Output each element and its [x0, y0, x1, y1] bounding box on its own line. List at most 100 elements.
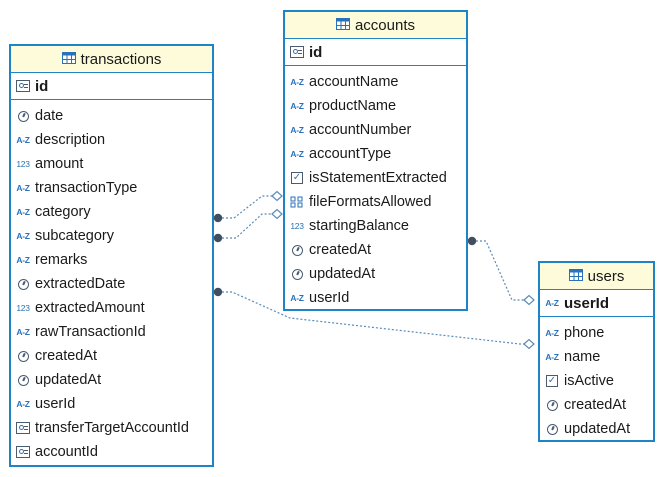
- field-name: category: [35, 204, 91, 220]
- key-icon: [289, 44, 305, 60]
- field-row[interactable]: A-Z transactionType: [11, 176, 212, 200]
- number-icon: 123: [16, 159, 30, 169]
- key-icon: [15, 444, 31, 460]
- field-name: id: [309, 43, 323, 61]
- text-icon: A-Z: [545, 298, 559, 308]
- field-name: updatedAt: [35, 372, 102, 388]
- text-icon: A-Z: [16, 135, 30, 145]
- field-name: transactionType: [35, 180, 138, 196]
- field-name: date: [35, 108, 64, 124]
- table-icon: [61, 51, 81, 68]
- field-name: accountNumber: [309, 122, 412, 138]
- number-icon: 123: [290, 221, 304, 231]
- field-name: rawTransactionId: [35, 324, 146, 340]
- field-row[interactable]: A-Z name: [540, 345, 653, 369]
- field-name: startingBalance: [309, 218, 409, 234]
- field-row[interactable]: fileFormatsAllowed: [285, 190, 466, 214]
- field-row[interactable]: A-Z subcategory: [11, 224, 212, 248]
- field-name: userId: [309, 290, 350, 306]
- text-icon: A-Z: [16, 231, 30, 241]
- field-row[interactable]: 123 extractedAmount: [11, 296, 212, 320]
- entity-title: transactions: [80, 50, 162, 68]
- primary-key-row[interactable]: id: [11, 73, 212, 100]
- field-name: fileFormatsAllowed: [309, 194, 432, 210]
- text-icon: A-Z: [290, 293, 304, 303]
- text-icon: A-Z: [290, 125, 304, 135]
- primary-key-row[interactable]: id: [285, 39, 466, 66]
- field-row[interactable]: updatedAt: [540, 417, 653, 441]
- field-row[interactable]: A-Z description: [11, 128, 212, 152]
- text-icon: A-Z: [16, 207, 30, 217]
- number-icon: 123: [16, 303, 30, 313]
- field-name: createdAt: [309, 242, 372, 258]
- field-row[interactable]: A-Z userId: [285, 286, 466, 310]
- field-row[interactable]: date: [11, 104, 212, 128]
- clock-icon: [15, 348, 31, 364]
- field-name: transferTargetAccountId: [35, 420, 189, 436]
- table-icon: [568, 268, 588, 285]
- field-name: userId: [35, 396, 76, 412]
- field-name: isStatementExtracted: [309, 170, 447, 186]
- clock-icon: [289, 242, 305, 258]
- entity-header[interactable]: accounts: [285, 12, 466, 39]
- field-row[interactable]: accountId: [11, 440, 212, 464]
- entity-header[interactable]: transactions: [11, 46, 212, 73]
- field-name: accountType: [309, 146, 392, 162]
- clock-icon: [15, 372, 31, 388]
- field-name: phone: [564, 325, 605, 341]
- primary-key-row[interactable]: A-Z userId: [540, 290, 653, 317]
- field-row[interactable]: updatedAt: [11, 368, 212, 392]
- link-endpoint-diamond: [271, 190, 283, 202]
- field-row[interactable]: A-Z category: [11, 200, 212, 224]
- entity-title: users: [587, 267, 625, 285]
- field-row[interactable]: createdAt: [11, 344, 212, 368]
- field-name: subcategory: [35, 228, 114, 244]
- field-row[interactable]: ✓ isActive: [540, 369, 653, 393]
- checkbox-icon: ✓: [546, 375, 558, 387]
- field-row[interactable]: extractedDate: [11, 272, 212, 296]
- link-accounts-users: [472, 240, 530, 301]
- field-name: userId: [564, 294, 610, 312]
- field-row[interactable]: A-Z accountNumber: [285, 118, 466, 142]
- clock-icon: [289, 266, 305, 282]
- field-name: description: [35, 132, 106, 148]
- field-row[interactable]: updatedAt: [285, 262, 466, 286]
- field-row[interactable]: createdAt: [285, 238, 466, 262]
- text-icon: A-Z: [16, 255, 30, 265]
- field-row[interactable]: transferTargetAccountId: [11, 416, 212, 440]
- field-name: updatedAt: [564, 421, 631, 437]
- text-icon: A-Z: [16, 183, 30, 193]
- link-endpoint-dot: [467, 236, 477, 246]
- field-row[interactable]: 123 startingBalance: [285, 214, 466, 238]
- field-row[interactable]: ✓ isStatementExtracted: [285, 166, 466, 190]
- field-name: extractedAmount: [35, 300, 145, 316]
- key-icon: [15, 78, 31, 94]
- field-row[interactable]: createdAt: [540, 393, 653, 417]
- clock-icon: [544, 421, 560, 437]
- key-icon: [15, 420, 31, 436]
- link-transactions-accounts-1: [218, 195, 276, 219]
- checkbox-icon: ✓: [291, 172, 303, 184]
- link-transactions-accounts-2: [218, 213, 276, 239]
- clock-icon: [15, 276, 31, 292]
- field-name: accountName: [309, 74, 399, 90]
- text-icon: A-Z: [545, 352, 559, 362]
- field-row[interactable]: A-Z accountType: [285, 142, 466, 166]
- entity-header[interactable]: users: [540, 263, 653, 290]
- field-name: name: [564, 349, 601, 365]
- text-icon: A-Z: [290, 149, 304, 159]
- field-name: isActive: [564, 373, 614, 389]
- link-endpoint-dot: [213, 233, 223, 243]
